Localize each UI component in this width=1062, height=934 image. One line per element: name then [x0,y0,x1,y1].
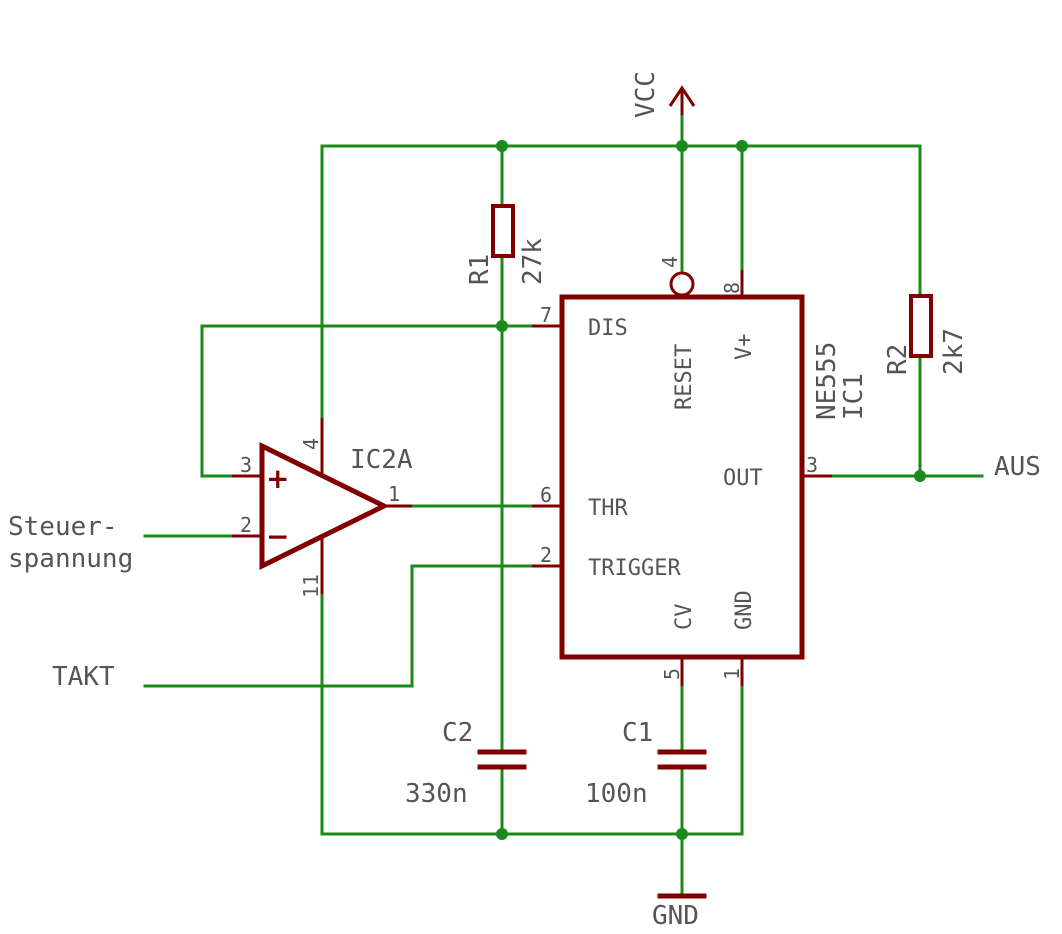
vcc-symbol [668,85,696,115]
pin-label-out: OUT [723,466,763,491]
pin-label-reset: RESET [672,344,697,410]
pin-number-8: 8 [720,282,744,294]
opamp-pin-3: 3 [240,453,252,477]
junction-dot [676,828,688,840]
pin-number-7: 7 [540,303,552,327]
takt-label: TAKT [52,662,115,692]
aus-label: AUS [994,452,1041,482]
c2-value: 330n [405,779,468,809]
r2-value: 2k7 [939,328,969,375]
c2-name: C2 [442,718,473,748]
pin-number-6: 6 [540,483,552,507]
ne555-ic [532,270,832,686]
r1-name: R1 [465,254,495,285]
opamp-pin-11: 11 [299,574,323,598]
ic1-name: IC1 [839,373,869,420]
steuerspannung-label-line2: spannung [8,544,133,574]
wire-vcc-rail [320,144,922,420]
junctions [496,140,926,840]
opamp-pin-1: 1 [388,482,400,506]
steuerspannung-label-line1: Steuer- [8,512,118,542]
pin-label-trigger: TRIGGER [588,556,681,581]
r2-name: R2 [883,344,913,375]
pin-number-5: 5 [660,668,684,680]
pin-number-3: 3 [806,453,818,477]
pin-number-1: 1 [720,668,744,680]
pin-number-4: 4 [658,256,682,268]
junction-dot [736,140,748,152]
junction-dot [496,320,508,332]
pin-label-cv: CV [672,604,697,631]
c1-value: 100n [585,779,648,809]
opamp-minus-sign: − [266,520,289,553]
pin-label-gnd: GND [732,590,757,630]
wire-takt [143,564,534,688]
ic1-type: NE555 [812,342,842,420]
pin-label-vplus: V+ [732,334,757,361]
gnd-label: GND [652,901,699,931]
capacitor-c1 [657,749,707,770]
opamp-plus-sign: + [266,462,289,495]
junction-dot [914,470,926,482]
resistor-r1 [491,204,515,258]
capacitor-c2 [477,749,527,770]
ic2a-name: IC2A [350,445,413,475]
opamp-ic2a [232,418,412,594]
opamp-pin-4: 4 [299,438,323,450]
c1-name: C1 [622,718,653,748]
reset-inversion-bubble [669,271,695,297]
r1-value: 27k [518,238,548,285]
wires [143,113,984,896]
pin-label-dis: DIS [588,316,628,341]
wire-dis-feedback [200,324,504,478]
opamp-pin-2: 2 [240,513,252,537]
pin-label-thr: THR [588,496,628,521]
wire-gnd-rail [320,592,744,836]
resistor-r2 [909,294,933,358]
junction-dot [496,828,508,840]
junction-dot [496,140,508,152]
junction-dot [676,140,688,152]
vcc-label: VCC [631,71,661,118]
pin-number-2: 2 [540,543,552,567]
